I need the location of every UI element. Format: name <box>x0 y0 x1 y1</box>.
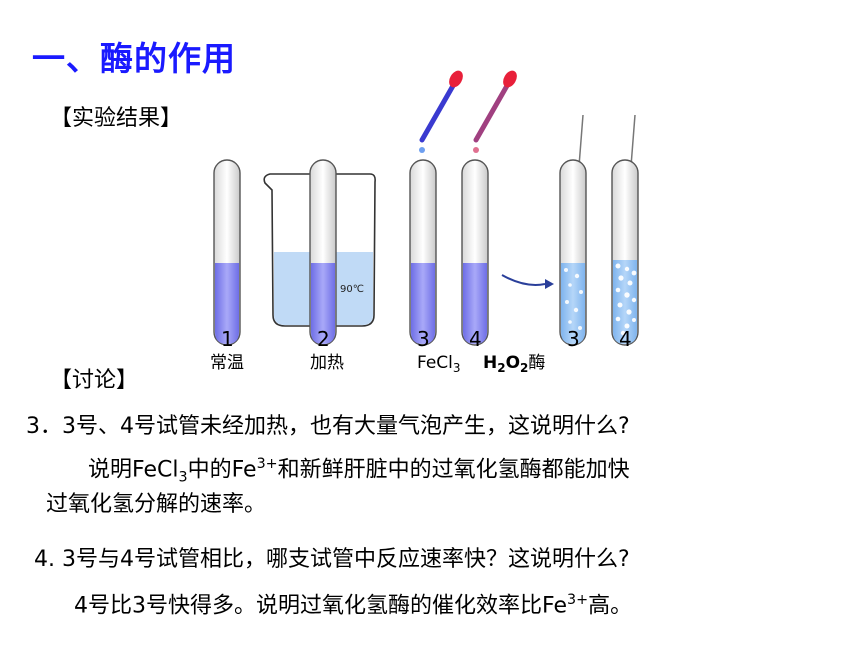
condition-room-temp: 常温 <box>210 353 244 373</box>
tube-number-4: 4 <box>469 327 482 351</box>
answer-3-line2: 过氧化氢分解的速率。 <box>46 492 267 517</box>
answer-3-line1: 说明FeCl3中的Fe3+和新鲜肝脏中的过氧化氢酶都能加快 <box>88 456 630 486</box>
arrowhead-icon <box>545 279 554 289</box>
result-tube-3 <box>559 114 587 346</box>
test-tube-1 <box>213 159 241 346</box>
result-tube-4 <box>611 114 639 346</box>
results-heading: 【实验结果】 <box>50 106 183 131</box>
result-tube-number-4: 4 <box>619 327 632 351</box>
page-title: 一、酶的作用 <box>32 39 236 78</box>
answer-4: 4号比3号快得多。说明过氧化氢酶的催化效率比Fe3+高。 <box>74 592 633 619</box>
condition-h2o2-enzyme: H2O2酶 <box>483 353 545 375</box>
experiment-figure: 90℃ <box>210 70 639 375</box>
tube-number-2: 2 <box>317 327 330 351</box>
tube-number-1: 1 <box>221 327 234 351</box>
tube-number-3: 3 <box>417 327 430 351</box>
temperature-label: 90℃ <box>340 284 364 295</box>
test-tube-4 <box>461 159 489 346</box>
dropper-enzyme <box>473 70 517 153</box>
question-3: 3．3号、4号试管未经加热，也有大量气泡产生，这说明什么? <box>26 414 630 439</box>
condition-heated: 加热 <box>310 353 344 373</box>
discussion-heading: 【讨论】 <box>50 368 139 393</box>
test-tube-3 <box>409 159 437 346</box>
result-tube-number-3: 3 <box>567 327 580 351</box>
arrow-icon <box>501 274 546 286</box>
test-tube-2 <box>309 159 337 346</box>
question-4: 4. 3号与4号试管相比，哪支试管中反应速率快？这说明什么? <box>34 547 630 572</box>
condition-fecl3: FeCl3 <box>417 353 461 375</box>
dropper-fecl3 <box>419 70 463 153</box>
